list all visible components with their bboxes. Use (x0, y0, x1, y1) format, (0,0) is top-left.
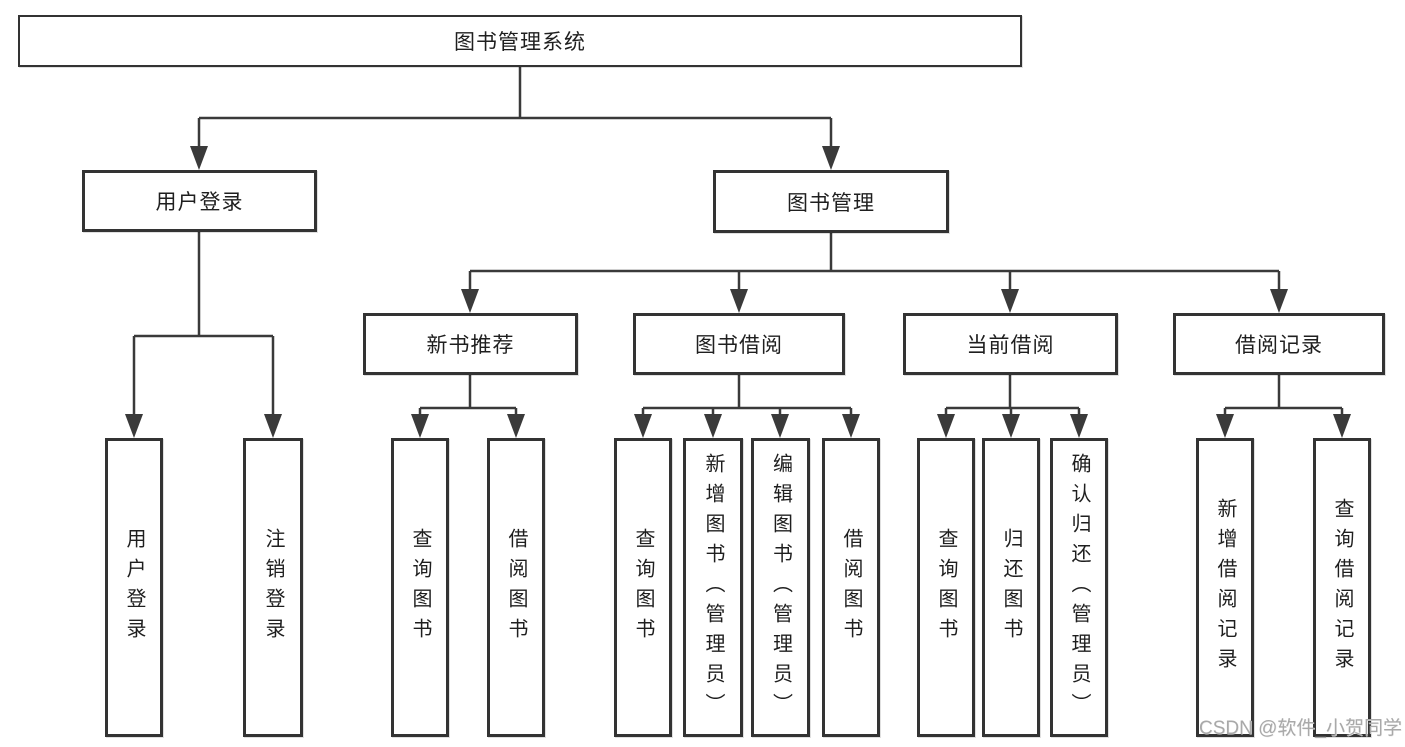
node-library-system: 图书管理系统 (18, 15, 1022, 67)
node-book-management: 图书管理 (713, 170, 949, 233)
node-label: 用户登录 (155, 191, 244, 214)
leaf-label: 查询图书 (632, 527, 654, 648)
node-new-book-recommend: 新书推荐 (363, 313, 578, 375)
watermark: CSDN @软件_小贺同学 (1199, 718, 1402, 739)
leaf-label: 查询图书 (935, 527, 957, 648)
node-label: 当前借阅 (966, 334, 1055, 357)
leaf-user-login: 用户登录 (105, 438, 163, 737)
node-label: 图书管理系统 (454, 31, 586, 54)
node-current-borrowing: 当前借阅 (903, 313, 1118, 375)
leaf-query-books-current: 查询图书 (917, 438, 975, 737)
node-user-login: 用户登录 (82, 170, 317, 232)
leaf-query-borrow-record: 查询借阅记录 (1313, 438, 1371, 737)
leaf-label: 编辑图书（管理员） (769, 452, 792, 723)
leaf-add-books-admin: 新增图书（管理员） (683, 438, 743, 737)
leaf-label: 确认归还（管理员） (1068, 452, 1090, 723)
leaf-label: 借阅图书 (840, 527, 862, 648)
leaf-logout: 注销登录 (243, 438, 303, 737)
leaf-query-books-recommend: 查询图书 (391, 438, 449, 737)
node-label: 图书管理 (787, 191, 875, 215)
leaf-edit-books-admin: 编辑图书（管理员） (751, 438, 810, 737)
leaf-borrow-books: 借阅图书 (822, 438, 880, 737)
node-book-borrowing: 图书借阅 (633, 313, 845, 375)
leaf-label: 归还图书 (1000, 527, 1022, 648)
node-label: 借阅记录 (1235, 334, 1323, 357)
leaf-label: 注销登录 (262, 527, 284, 648)
leaf-label: 新增图书（管理员） (702, 452, 724, 723)
leaf-query-books-borrow: 查询图书 (614, 438, 672, 737)
leaf-label: 用户登录 (123, 527, 145, 648)
leaf-confirm-return-admin: 确认归还（管理员） (1050, 438, 1108, 737)
leaf-label: 查询图书 (409, 527, 431, 648)
leaf-label: 查询借阅记录 (1331, 497, 1353, 678)
node-label: 新书推荐 (426, 334, 515, 357)
leaf-borrow-books-recommend: 借阅图书 (487, 438, 545, 737)
leaf-return-books: 归还图书 (982, 438, 1040, 737)
node-borrowing-records: 借阅记录 (1173, 313, 1385, 375)
leaf-add-borrow-record: 新增借阅记录 (1196, 438, 1254, 737)
leaf-label: 借阅图书 (505, 527, 527, 648)
node-label: 图书借阅 (695, 334, 783, 357)
leaf-label: 新增借阅记录 (1214, 497, 1236, 678)
